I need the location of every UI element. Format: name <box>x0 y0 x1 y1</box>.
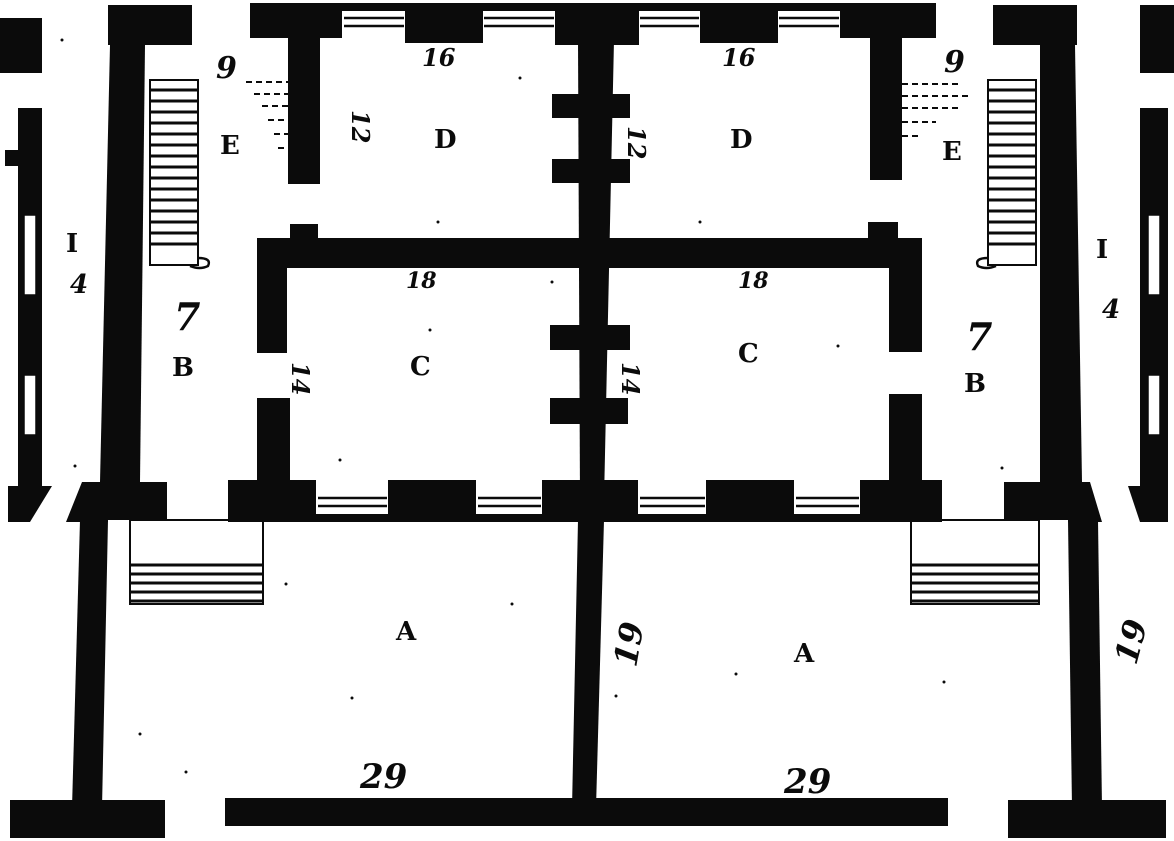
staircase-right-lower <box>910 519 1040 605</box>
C-front-seg-2 <box>476 514 542 522</box>
spine-block-3 <box>550 325 630 350</box>
staircase-left-upper <box>149 79 211 270</box>
C-front-left-end <box>228 480 316 522</box>
windows <box>23 16 1161 508</box>
walls <box>0 3 1174 838</box>
pier-D-left <box>288 38 320 184</box>
front-left-stub <box>10 800 165 838</box>
C-right-lower-wall <box>889 394 922 490</box>
print-specks <box>60 38 1004 774</box>
staircase-right-upper <box>975 79 1037 270</box>
far-left-wall-top <box>0 18 42 73</box>
room-labels: A A B B C C D D E E I I <box>66 125 1108 669</box>
rear-wall-left-seg <box>342 3 405 11</box>
dim-rear-right: 16 <box>722 43 756 72</box>
room-label-C-left: C <box>410 352 431 382</box>
C-front-center <box>542 480 638 522</box>
dim-stair-right: 9 <box>944 45 965 80</box>
room-label-E-right: E <box>942 137 962 167</box>
C-front-seg-1 <box>316 514 388 522</box>
left-bracket-block <box>66 482 167 522</box>
dim-right-wall: 19 <box>1107 615 1155 668</box>
far-right-corridor-wall <box>1128 108 1168 522</box>
far-right-wall-top <box>1140 5 1174 73</box>
spine-block-2 <box>552 159 630 183</box>
dim-stair-left: 9 <box>216 51 237 86</box>
rear-wall-center <box>555 3 639 45</box>
room-label-A-left: A <box>395 617 417 647</box>
rear-wall-left-end <box>250 3 342 38</box>
far-left-wall-stub <box>5 150 19 166</box>
left-lower-wall <box>72 520 108 808</box>
right-lower-wall <box>1068 520 1102 808</box>
mid-wall-left-cap <box>290 224 318 242</box>
C-front-seg-3 <box>638 514 706 522</box>
dim-depth-D-left: 12 <box>346 110 375 143</box>
C-front-seg-4 <box>794 514 860 522</box>
central-spine-upper <box>578 40 614 500</box>
dim-hall-right: 7 <box>966 314 992 359</box>
dim-center-wall: 19 <box>606 619 651 669</box>
mid-wall <box>257 238 922 268</box>
front-wall <box>225 798 948 826</box>
left-main-wall <box>100 45 145 482</box>
dimension-labels: 29 29 19 19 4 4 7 7 9 9 16 16 18 18 12 1… <box>70 43 1155 802</box>
dim-rear-left: 16 <box>422 43 456 72</box>
dim-mid-right: 18 <box>738 268 769 294</box>
room-label-I-right: I <box>1096 235 1108 265</box>
rear-wall-center-left-seg <box>483 3 555 11</box>
dim-depth-C-right: 14 <box>616 362 645 395</box>
spine-block-1 <box>552 94 630 118</box>
central-spine-lower <box>572 520 604 808</box>
C-front-left-pier <box>388 480 476 522</box>
C-left-lower-wall <box>257 398 290 490</box>
room-label-E-left: E <box>220 131 240 161</box>
dim-front-left: 29 <box>359 757 407 797</box>
C-left-upper-wall <box>257 262 287 353</box>
stair-dashes <box>246 81 970 149</box>
rear-wall-right-end <box>840 3 936 38</box>
rear-wall-left-pier <box>405 3 483 43</box>
dim-corridor-right: 4 <box>1102 295 1120 325</box>
dim-hall-left: 7 <box>174 294 200 339</box>
rear-wall-center-right-seg <box>639 3 700 11</box>
room-label-C-right: C <box>738 339 759 369</box>
mid-wall-right-cap <box>868 222 898 242</box>
far-left-corridor-wall <box>8 108 52 522</box>
rear-wall-right-seg <box>778 3 840 11</box>
right-bracket-block <box>1004 482 1102 522</box>
dim-depth-C-left: 14 <box>286 362 315 395</box>
spine-block-4 <box>550 398 628 424</box>
right-main-wall-top <box>993 5 1077 45</box>
C-right-upper-wall <box>889 262 922 352</box>
front-right-stub <box>1008 800 1166 838</box>
room-label-B-right: B <box>964 369 986 399</box>
room-label-B-left: B <box>172 353 194 383</box>
pier-D-right <box>870 38 902 180</box>
dim-depth-D-right: 12 <box>622 126 651 159</box>
right-main-wall <box>1040 45 1082 482</box>
dim-corridor-left: 4 <box>70 270 88 300</box>
left-main-wall-top <box>108 5 192 45</box>
room-label-A-right: A <box>793 639 815 669</box>
dim-front-right: 29 <box>783 762 831 802</box>
room-label-D-right: D <box>730 125 753 155</box>
rear-wall-right-pier <box>700 3 778 43</box>
room-label-D-left: D <box>434 125 457 155</box>
C-front-right-end <box>860 480 942 522</box>
staircase-left-lower <box>129 519 264 605</box>
C-front-right-pier <box>706 480 794 522</box>
room-label-I-left: I <box>66 229 78 259</box>
dim-mid-left: 18 <box>406 268 437 294</box>
